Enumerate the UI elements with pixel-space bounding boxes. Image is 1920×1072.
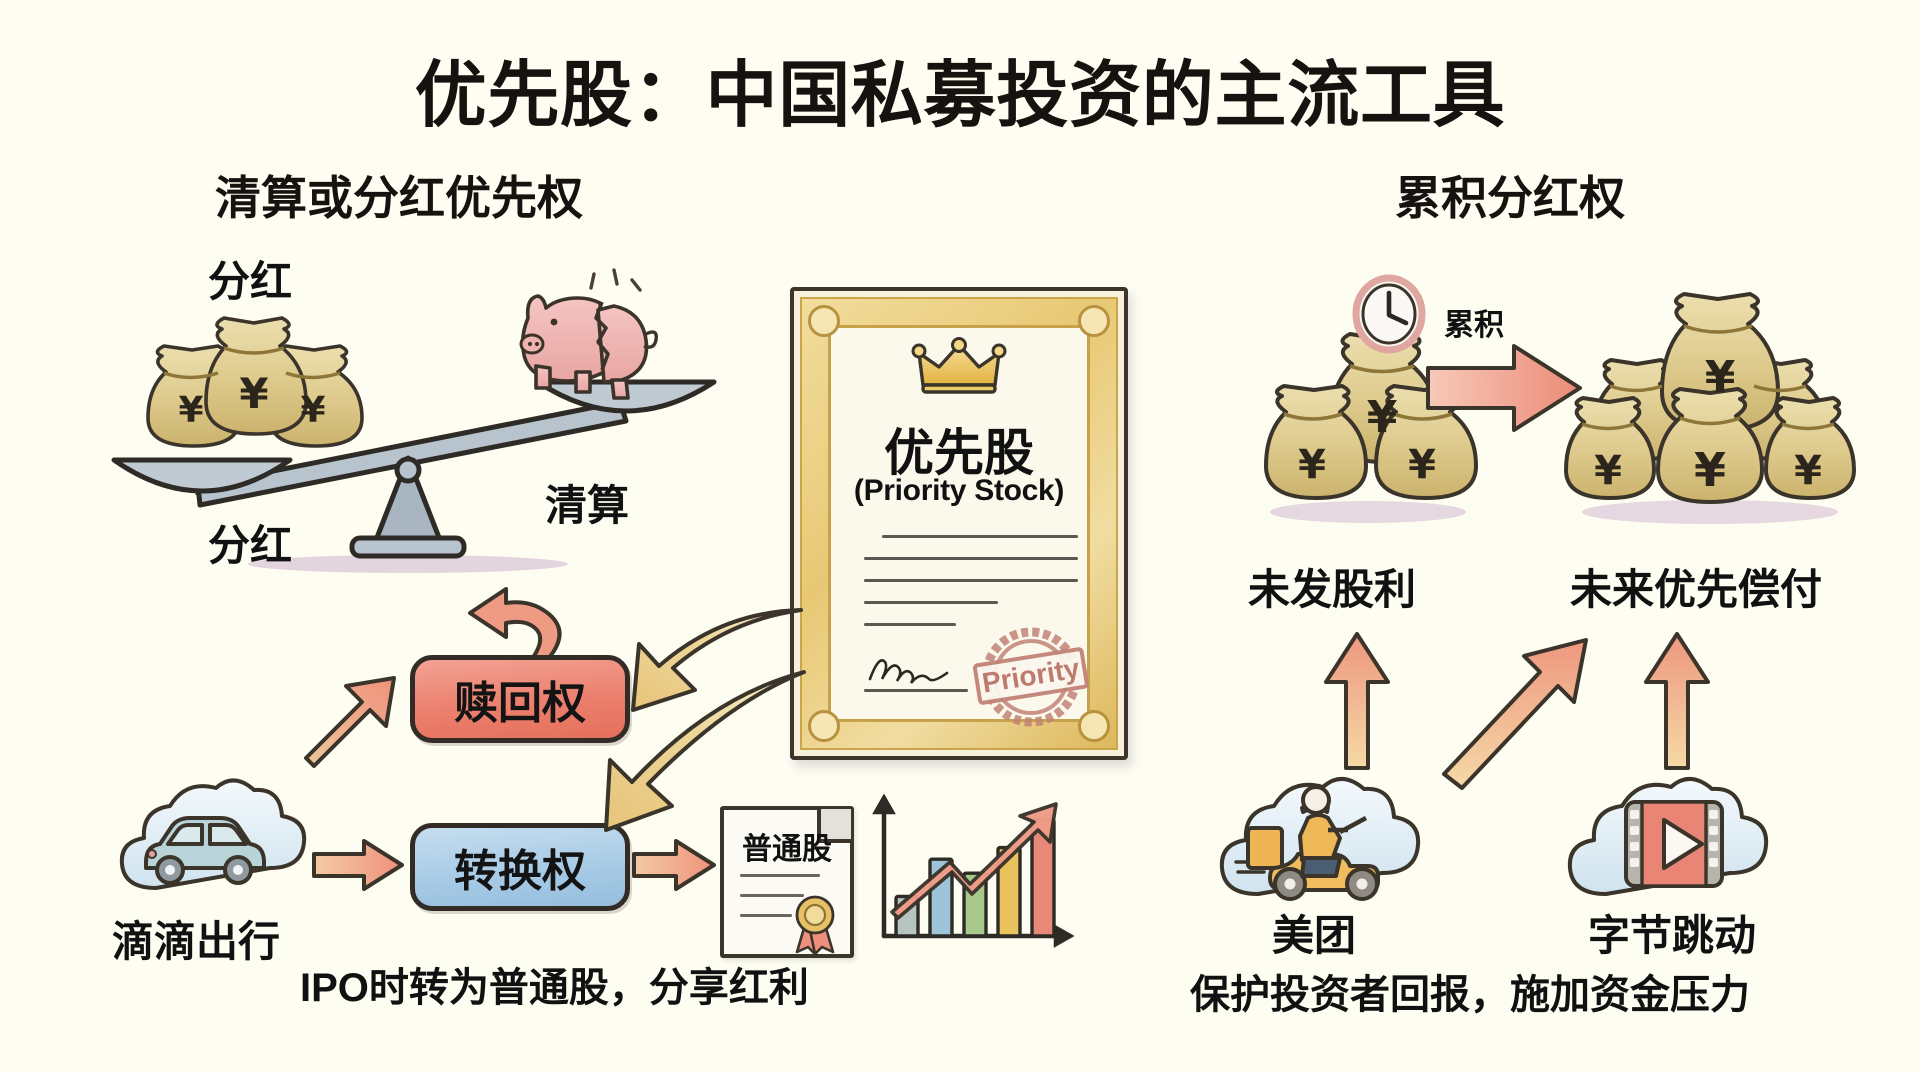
certificate-corner-br <box>1078 710 1110 742</box>
svg-text:¥: ¥ <box>239 369 268 418</box>
arrow-up-meituan-to-unpaid <box>1320 630 1394 770</box>
crown-icon <box>911 337 1007 395</box>
pill-redemption-right[interactable]: 赎回权 <box>410 655 630 743</box>
svg-text:¥: ¥ <box>1594 448 1622 494</box>
money-bags-group-future: ¥ ¥ ¥ ¥ <box>1564 288 1856 526</box>
priority-stock-certificate: 优先股 (Priority Stock) Priority <box>790 287 1128 760</box>
arrow-diagonal-meituan-to-future <box>1438 614 1614 790</box>
arrow-certificate-to-redemption <box>575 604 805 714</box>
common-stock-label: 普通股 <box>742 833 832 866</box>
cloud-scooter-delivery-icon <box>1212 768 1436 918</box>
label-meituan: 美团 <box>1272 912 1357 959</box>
page-fold-corner <box>817 809 851 843</box>
label-bytedance: 字节跳动 <box>1588 912 1757 959</box>
certificate-title-zh: 优先股 <box>884 425 1034 481</box>
svg-text:¥: ¥ <box>1367 392 1398 443</box>
growth-bar-chart <box>858 790 1088 970</box>
label-dividend-top: 分红 <box>208 258 293 305</box>
gold-rosette-seal-icon <box>786 888 844 956</box>
signature-mark <box>866 651 954 685</box>
svg-text:¥: ¥ <box>1408 442 1436 488</box>
arrow-accumulate <box>1424 342 1584 432</box>
svg-text:¥: ¥ <box>1298 442 1326 488</box>
svg-text:¥: ¥ <box>1794 448 1822 494</box>
label-accumulate: 累积 <box>1444 309 1504 342</box>
common-stock-document: 普通股 <box>720 806 854 958</box>
arrow-up-bytedance-to-future <box>1640 630 1714 770</box>
broken-piggy-bank-icon <box>490 258 680 418</box>
label-didi: 滴滴出行 <box>112 918 281 965</box>
left-section-heading: 清算或分红优先权 <box>215 172 583 224</box>
right-caption: 保护投资者回报，施加资金压力 <box>1190 973 1750 1017</box>
pill-redemption-label: 赎回权 <box>454 679 586 728</box>
label-dividend-bottom: 分红 <box>208 522 293 569</box>
svg-text:¥: ¥ <box>178 390 203 431</box>
curved-return-arrow-icon <box>452 575 572 665</box>
label-liquidation: 清算 <box>545 482 630 529</box>
priority-stamp: Priority <box>961 612 1101 742</box>
money-bags-group-dividend: ¥ ¥ ¥ <box>146 300 378 460</box>
balance-scale-graphic <box>111 290 717 590</box>
right-section-heading: 累积分红权 <box>1395 172 1625 224</box>
svg-text:¥: ¥ <box>1705 352 1736 403</box>
svg-text:¥: ¥ <box>1694 443 1726 497</box>
cloud-video-play-icon <box>1560 768 1784 918</box>
arrow-cloud-to-redemption <box>300 660 420 770</box>
certificate-title-en: (Priority Stock) <box>853 474 1065 507</box>
label-future-priority-payment: 未来优先偿付 <box>1570 566 1823 613</box>
arrow-conversion-to-common <box>632 838 716 892</box>
certificate-corner-tr <box>1078 305 1110 337</box>
arrow-certificate-to-conversion <box>570 668 808 834</box>
pill-conversion-label: 转换权 <box>454 847 586 896</box>
pill-conversion-right[interactable]: 转换权 <box>410 823 630 911</box>
certificate-corner-bl <box>808 710 840 742</box>
svg-text:¥: ¥ <box>300 390 325 431</box>
money-bags-group-unpaid: ¥ ¥ ¥ <box>1260 316 1480 524</box>
cloud-car-icon <box>112 770 322 910</box>
clock-icon <box>1352 274 1426 354</box>
label-unpaid-dividend: 未发股利 <box>1248 566 1417 613</box>
left-caption: IPO时转为普通股，分享红利 <box>300 966 809 1010</box>
page-title: 优先股：中国私募投资的主流工具 <box>414 56 1506 136</box>
trend-arrow-icon <box>890 802 1058 920</box>
arrow-cloud-to-conversion <box>310 838 406 892</box>
certificate-corner-tl <box>808 305 840 337</box>
